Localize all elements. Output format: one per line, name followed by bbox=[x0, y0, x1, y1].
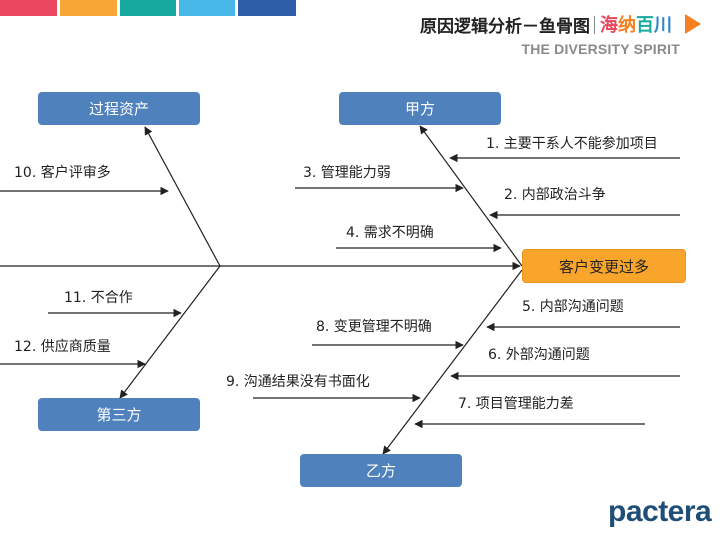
header-stripe-2 bbox=[60, 0, 117, 16]
cause-label-1: 1. 主要干系人不能参加项目 bbox=[486, 136, 658, 152]
cause-label-10: 10. 客户评审多 bbox=[14, 165, 111, 181]
cause-label-2: 2. 内部政治斗争 bbox=[504, 187, 606, 203]
brand-char-3: 百 bbox=[636, 15, 654, 36]
category-box-party-a: 甲方 bbox=[339, 92, 501, 125]
category-box-party-b: 乙方 bbox=[300, 454, 462, 487]
brand-char-2: 纳 bbox=[618, 15, 636, 36]
cause-label-5: 5. 内部沟通问题 bbox=[522, 299, 624, 315]
brand-char-4: 川 bbox=[654, 15, 672, 36]
cause-label-4: 4. 需求不明确 bbox=[346, 225, 434, 241]
cause-label-12: 12. 供应商质量 bbox=[14, 339, 111, 355]
pactera-logo: pactera bbox=[608, 495, 712, 528]
cause-label-3: 3. 管理能力弱 bbox=[303, 165, 391, 181]
bone-top-right bbox=[419, 125, 523, 267]
page-subtitle: THE DIVERSITY SPIRIT bbox=[521, 41, 680, 57]
category-box-third-party: 第三方 bbox=[38, 398, 200, 431]
header-stripe-3 bbox=[120, 0, 176, 16]
header-stripe-5 bbox=[238, 0, 296, 16]
bone-bottom-left bbox=[119, 265, 221, 399]
cause-label-11: 11. 不合作 bbox=[64, 290, 133, 306]
brand-arrow-icon bbox=[685, 14, 701, 34]
cause-label-9: 9. 沟通结果没有书面化 bbox=[226, 374, 370, 390]
header-stripe-4 bbox=[179, 0, 235, 16]
effect-box: 客户变更过多 bbox=[522, 249, 686, 283]
brand-char-1: 海 bbox=[600, 15, 618, 36]
page-title: 原因逻辑分析－鱼骨图 bbox=[420, 17, 590, 37]
bone-bottom-right bbox=[382, 269, 523, 455]
title-separator bbox=[594, 16, 595, 34]
brand-name: 海纳百川 bbox=[600, 11, 672, 37]
cause-label-6: 6. 外部沟通问题 bbox=[488, 347, 590, 363]
cause-label-8: 8. 变更管理不明确 bbox=[316, 319, 432, 335]
cause-label-7: 7. 项目管理能力差 bbox=[458, 396, 574, 412]
header-stripe-1 bbox=[0, 0, 57, 16]
bone-top-left bbox=[144, 126, 221, 267]
category-box-process-assets: 过程资产 bbox=[38, 92, 200, 125]
